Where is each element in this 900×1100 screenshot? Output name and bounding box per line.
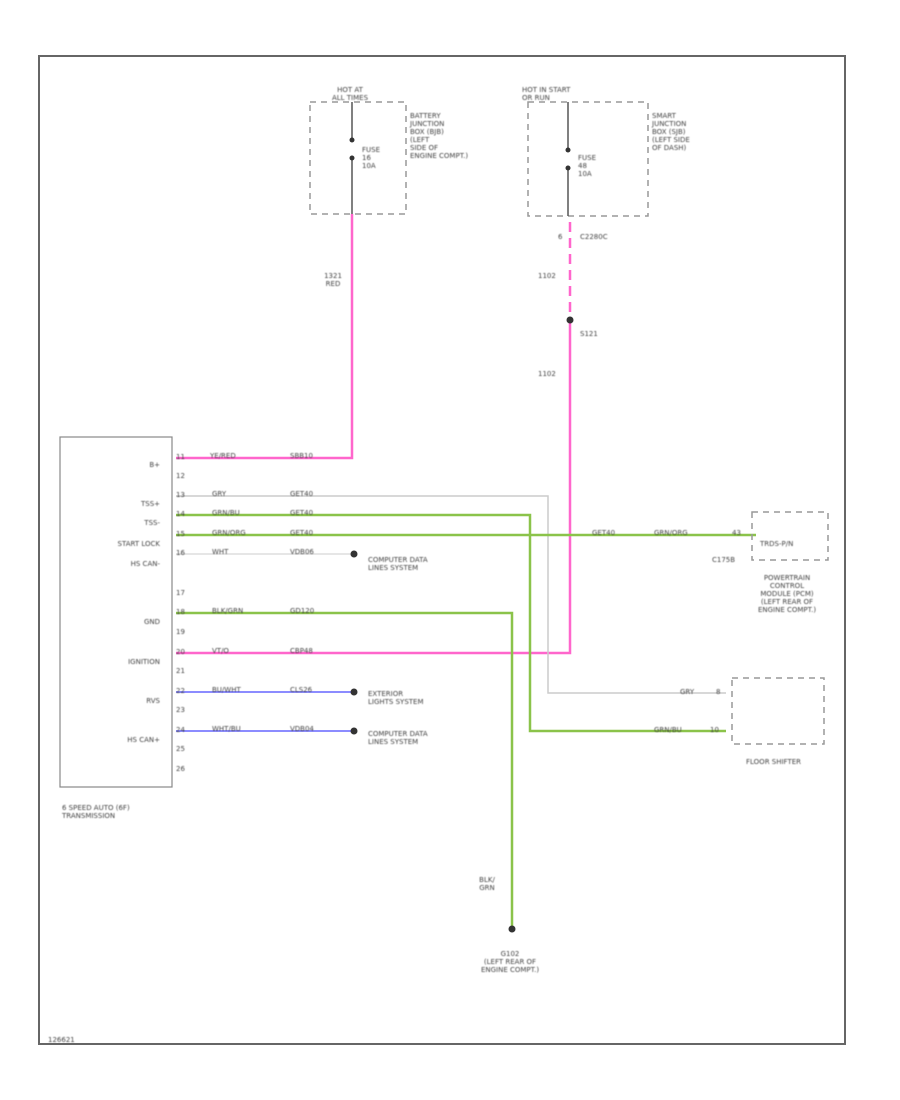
wire-gry [176, 495, 726, 694]
trans-label-bplus: B+ [149, 461, 160, 469]
shifter-wire2-pin: 10 [710, 726, 719, 734]
trans-label-gnd: GND [143, 618, 160, 626]
ground-wire-label: BLK/ GRN [479, 876, 495, 892]
pin-15: 15 [176, 530, 185, 538]
wire-1102-mid-label: 1102 [538, 370, 556, 378]
shifter-wire1-color: GRY [680, 688, 695, 696]
r19-circ: CBP48 [290, 647, 313, 655]
smart-junction-box [527, 101, 649, 217]
trans-label-rvs: RVS [146, 697, 160, 705]
shifter-wire2-color: GRN/BU [654, 726, 682, 734]
splice-s121-label: S121 [580, 330, 598, 338]
r16-circ: VDB06 [290, 548, 314, 556]
pin-18: 18 [176, 608, 185, 616]
r18-circ: GD120 [290, 607, 315, 615]
r13-color: GRY [212, 490, 227, 498]
fuse-left-terminal-top [349, 137, 355, 143]
wire-1102-bottom [176, 322, 572, 655]
fuse-right-terminal-bottom [565, 165, 571, 171]
r15-color: GRN/ORG [212, 529, 246, 537]
pin-23: 23 [176, 706, 185, 714]
pcm-wire-color: GRN/ORG [654, 529, 688, 537]
fuse-right-terminal-top [565, 147, 571, 153]
r22-color: WHT/BU [212, 725, 241, 733]
transmission-box [59, 436, 173, 788]
diagram-id: 126621 [48, 1036, 75, 1044]
pcm-wire-circ: GET40 [592, 529, 616, 537]
pin-26: 26 [176, 765, 185, 773]
smart-junction-label: SMART JUNCTION BOX (SJB) (LEFT SIDE OF D… [652, 112, 690, 152]
r18-color: BLK/GRN [212, 607, 244, 615]
pcm-pin: 43 [732, 529, 741, 537]
computer-data-2-dot [350, 727, 358, 735]
connector-pin-6: 6 [558, 233, 563, 241]
diagram-frame [38, 55, 846, 1045]
trans-label-ignition: IGNITION [128, 658, 160, 666]
floor-shifter-box [731, 677, 825, 745]
computer-data-lines-1: COMPUTER DATA LINES SYSTEM [368, 556, 428, 572]
fuse-left-terminal-bottom [349, 155, 355, 161]
pin-13: 13 [176, 491, 185, 499]
exterior-lights-dot [350, 688, 358, 696]
pcm-name: POWERTRAIN CONTROL MODULE (PCM) (LEFT RE… [757, 574, 817, 614]
wire-1321-red-label: 1321 RED [324, 272, 342, 288]
r16-color: WHT [212, 548, 229, 556]
r11-color: YE/RED [210, 452, 236, 460]
pin-20: 20 [176, 648, 185, 656]
ground-g102-dot [508, 925, 516, 933]
pin-24: 24 [176, 726, 185, 734]
r14-color: GRN/BU [212, 509, 240, 517]
r22-circ: VDB04 [290, 725, 314, 733]
floor-shifter-name: FLOOR SHIFTER [746, 758, 802, 766]
ground-g102-label: G102 (LEFT REAR OF ENGINE COMPT.) [480, 950, 540, 974]
wire-1321-red [176, 214, 354, 460]
pcm-connector-label: C175B [712, 556, 736, 564]
r21-circ: CLS26 [290, 686, 313, 694]
pin-19: 19 [176, 628, 185, 636]
splice-s121-dot [566, 316, 574, 324]
hot-in-start-run: HOT IN START OR RUN [522, 86, 571, 102]
pin-14: 14 [176, 510, 185, 518]
trans-label-hs-can-minus: HS CAN- [130, 560, 160, 568]
trans-label-tss-plus: TSS+ [140, 500, 160, 508]
hot-at-all-times: HOT AT ALL TIMES [331, 86, 369, 102]
pcm-connector [751, 511, 829, 561]
computer-data-1-dot [350, 550, 358, 558]
wire-grn-bu [176, 513, 726, 733]
fuse-16-label: FUSE 16 10A [362, 146, 381, 170]
pcm-pin-label: TRDS-P/N [760, 540, 794, 548]
pin-22: 22 [176, 687, 185, 695]
trans-label-start-lock: START LOCK [117, 540, 160, 548]
pin-11: 11 [176, 453, 185, 461]
transmission-name: 6 SPEED AUTO (6F) TRANSMISSION [62, 804, 130, 820]
pin-16: 16 [176, 549, 185, 557]
battery-junction-label: BATTERY JUNCTION BOX (BJB) (LEFT SIDE OF… [410, 112, 469, 160]
pin-17: 17 [176, 589, 185, 597]
r11-circ: SBB10 [290, 452, 313, 460]
r19-color: VT/O [212, 647, 229, 655]
trans-label-hs-can-plus: HS CAN+ [127, 736, 160, 744]
pin-12: 12 [176, 472, 185, 480]
pin-21: 21 [176, 667, 185, 675]
fuse-48-label: FUSE 48 10A [578, 154, 597, 178]
connector-c2280c: C2280C [580, 233, 608, 241]
r13-circ: GET40 [290, 490, 314, 498]
r15-circ: GET40 [290, 529, 314, 537]
exterior-lights-system: EXTERIOR LIGHTS SYSTEM [368, 690, 424, 706]
wire-blk-grn [176, 611, 514, 926]
r14-circ: GET40 [290, 509, 314, 517]
battery-junction-box [309, 101, 407, 215]
wire-1102-top-label: 1102 [538, 272, 556, 280]
shifter-wire1-pin: 8 [716, 688, 721, 696]
computer-data-lines-2: COMPUTER DATA LINES SYSTEM [368, 730, 428, 746]
trans-label-tss-minus: TSS- [144, 519, 160, 527]
r21-color: BU/WHT [212, 686, 241, 694]
pin-25: 25 [176, 745, 185, 753]
